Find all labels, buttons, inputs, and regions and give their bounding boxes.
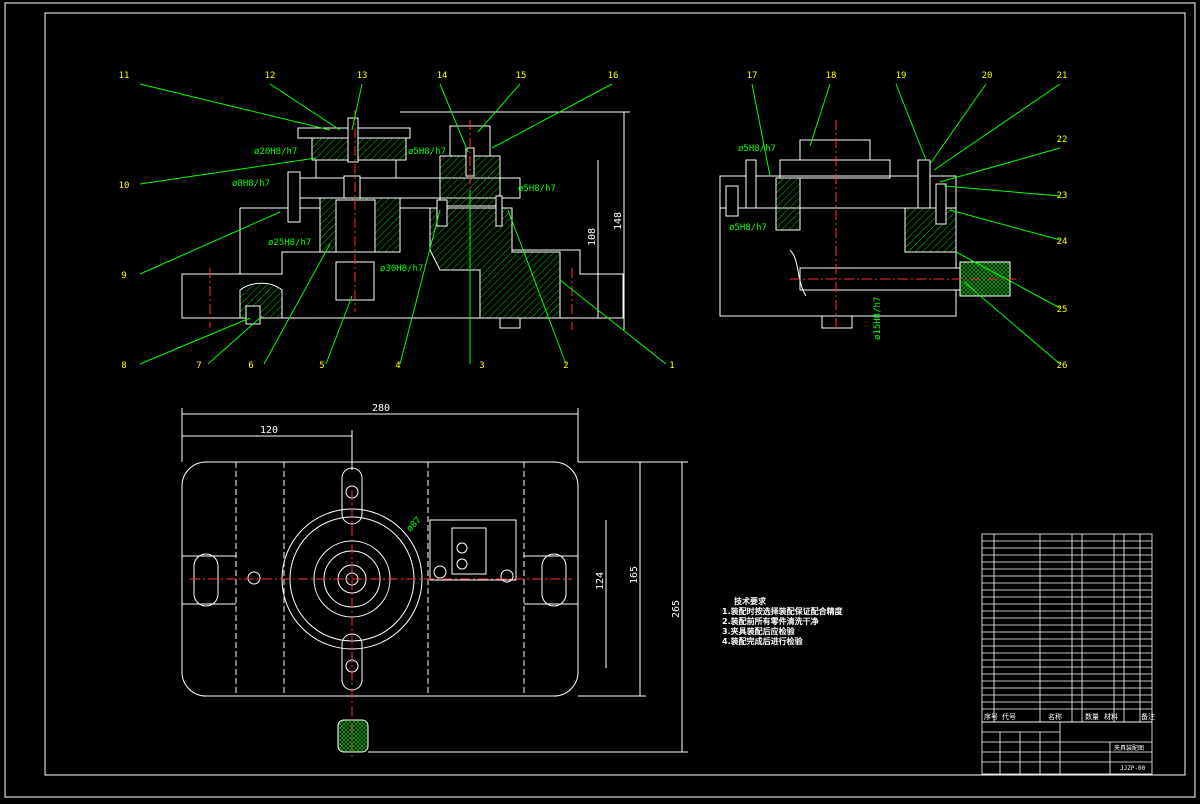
top-plan-view (181, 461, 579, 753)
callout-12: 12 (265, 71, 276, 81)
header-material: 材料 (1104, 712, 1118, 721)
callout-15: 15 (516, 71, 527, 81)
tech-note-2: 2.装配前所有零件清洗干净 (722, 617, 819, 626)
callout-2: 2 (563, 361, 568, 371)
fit-label-8: ø5H8/h7 (729, 223, 767, 233)
drawing-number: JJZP-00 (1120, 765, 1146, 772)
callout-3: 3 (479, 361, 484, 371)
front-section-view (181, 117, 624, 329)
callout-22: 22 (1057, 135, 1068, 145)
dim-120: 120 (260, 425, 278, 436)
parts-list-rows (982, 540, 1152, 710)
callout-26: 26 (1057, 361, 1068, 371)
fit-label-4: ø5H8/h7 (518, 184, 556, 194)
fit-label-6: ø30H8/h7 (380, 264, 423, 274)
callout-7: 7 (196, 361, 201, 371)
tech-note-3: 3.夹具装配后应检验 (722, 627, 795, 636)
callout-18: 18 (826, 71, 837, 81)
header-name: 名称 (1048, 712, 1062, 721)
callout-17: 17 (747, 71, 758, 81)
callout-21: 21 (1057, 71, 1068, 81)
callout-13: 13 (357, 71, 368, 81)
technical-requirements: 技术要求 1.装配时按选择装配保证配合精度 2.装配前所有零件清洗干净 3.夹具… (722, 597, 843, 647)
fit-label-7: ø5H8/h7 (738, 144, 776, 154)
inner-frame (44, 12, 1186, 776)
callout-9: 9 (121, 271, 126, 281)
callout-25: 25 (1057, 305, 1068, 315)
title-block-texts: 夹具装配图 JJZP-00 (1114, 744, 1146, 772)
fit-label-3: ø8H8/h7 (232, 179, 270, 189)
fit-label-1: ø20H8/h7 (254, 147, 297, 157)
side-centerlines (790, 120, 1020, 330)
header-seq: 序号 (984, 712, 998, 721)
callout-23: 23 (1057, 191, 1068, 201)
callout-8: 8 (121, 361, 126, 371)
callout-1: 1 (669, 361, 674, 371)
title-block (981, 721, 1153, 775)
fit-labels: ø20H8/h7 ø5H8/h7 ø8H8/h7 ø5H8/h7 ø25H8/h… (232, 144, 883, 534)
outer-frame (4, 2, 1196, 798)
callout-5: 5 (319, 361, 324, 371)
top-centerlines (190, 490, 572, 760)
dimension-lines (181, 111, 688, 753)
callout-6: 6 (248, 361, 253, 371)
parts-list-table (981, 533, 1153, 723)
dim-280: 280 (372, 403, 390, 414)
dim-265: 265 (671, 600, 682, 618)
callout-19: 19 (896, 71, 907, 81)
dim-124: 124 (595, 572, 606, 590)
callout-10: 10 (119, 181, 130, 191)
parts-list-header: 序号 代号 名称 数量 材料 备注 (984, 712, 1155, 721)
header-note: 备注 (1141, 712, 1155, 721)
callout-16: 16 (608, 71, 619, 81)
callout-24: 24 (1057, 237, 1068, 247)
fit-label-9: ø15H8/h7 (873, 297, 883, 340)
dim-148: 148 (613, 212, 624, 230)
header-qty: 数量 (1085, 712, 1099, 721)
drawing-name: 夹具装配图 (1114, 744, 1144, 752)
callout-numbers: 1 2 3 4 5 6 7 8 9 10 11 12 13 14 15 16 1… (119, 71, 1068, 371)
tech-notes-title: 技术要求 (734, 597, 766, 606)
fit-label-2: ø5H8/h7 (408, 147, 446, 157)
leader-lines (139, 83, 1061, 365)
tech-note-4: 4.装配完成后进行检验 (722, 637, 803, 646)
side-section-view (719, 139, 1011, 329)
dim-108: 108 (587, 228, 598, 246)
front-centerlines (209, 110, 573, 330)
callout-4: 4 (395, 361, 400, 371)
callout-11: 11 (119, 71, 130, 81)
callout-20: 20 (982, 71, 993, 81)
dim-165: 165 (629, 566, 640, 584)
header-code: 代号 (1002, 712, 1016, 721)
callout-14: 14 (437, 71, 448, 81)
dimension-texts: 280 120 124 165 265 148 108 (260, 212, 682, 618)
fit-label-5: ø25H8/h7 (268, 238, 311, 248)
tech-note-1: 1.装配时按选择装配保证配合精度 (722, 607, 843, 616)
fit-label-10: ø87 (405, 516, 424, 535)
